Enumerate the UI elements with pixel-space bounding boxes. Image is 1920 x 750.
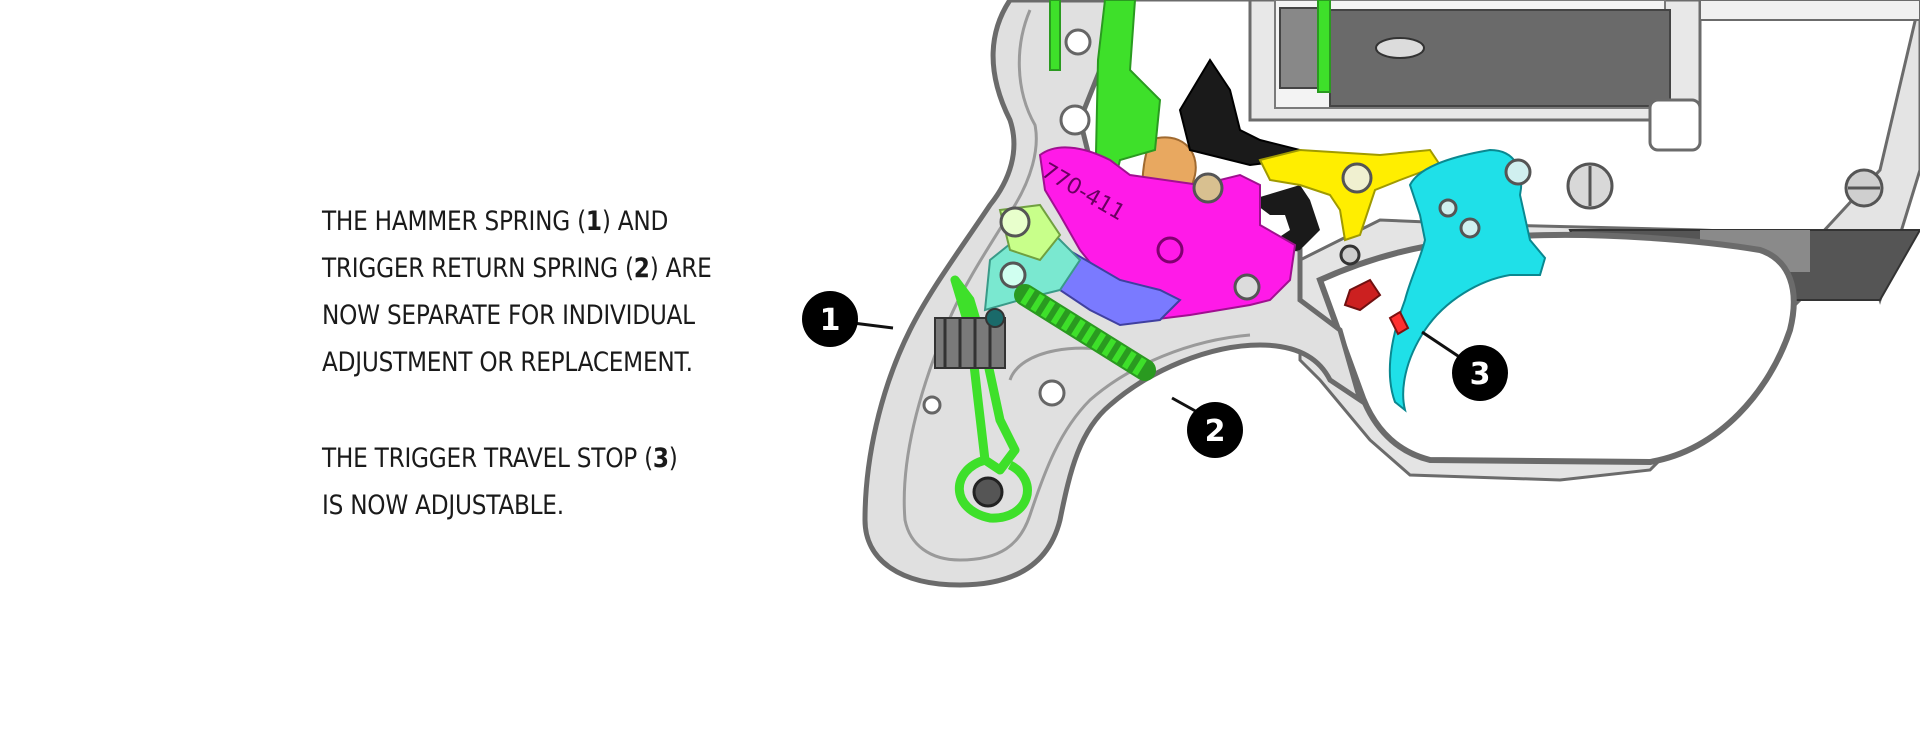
- svg-text:1: 1: [820, 303, 841, 338]
- caption-line: THE HAMMER SPRING (1) AND: [322, 198, 726, 245]
- caption-travel-stop: THE TRIGGER TRAVEL STOP (3) IS NOW ADJUST…: [322, 435, 726, 529]
- caption-callout-number: 2: [633, 253, 650, 284]
- leader-line-1: [852, 321, 894, 330]
- hammer-spring-strut-top: [1049, 0, 1061, 71]
- hammer-strut-blue: [1059, 243, 1182, 327]
- caption-text: ) AND: [601, 206, 669, 237]
- bolt-black: [1250, 185, 1320, 255]
- caption-text: THE TRIGGER TRAVEL STOP (: [322, 443, 653, 474]
- pawl-pin: [1341, 162, 1373, 194]
- caption-callout-number: 1: [585, 206, 602, 237]
- callout-3: 3: [1452, 345, 1508, 401]
- caption-callout-number: 3: [652, 443, 669, 474]
- caption-text: NOW SEPARATE FOR INDIVIDUAL: [322, 300, 695, 331]
- leader-line-3: [1421, 330, 1459, 358]
- caption-line: TRIGGER RETURN SPRING (2) ARE: [322, 245, 726, 292]
- callout-2: 2: [1187, 402, 1243, 458]
- caption-text: TRIGGER RETURN SPRING (: [322, 253, 634, 284]
- svg-text:3: 3: [1470, 357, 1491, 392]
- trigger-travel-stop: [1343, 278, 1382, 312]
- trigger-stop-screw: [1388, 310, 1410, 336]
- trigger: [1388, 148, 1547, 413]
- callout-1: 1: [802, 291, 858, 347]
- caption-line: IS NOW ADJUSTABLE.: [322, 482, 726, 529]
- pawl: [1258, 148, 1442, 242]
- trigger-return-spring: [1014, 284, 1156, 381]
- caption-text: ADJUSTMENT OR REPLACEMENT.: [322, 347, 693, 378]
- caption-line: NOW SEPARATE FOR INDIVIDUAL: [322, 292, 726, 339]
- caption-text: ): [668, 443, 678, 474]
- caption-text: THE HAMMER SPRING (: [322, 206, 586, 237]
- caption-text: IS NOW ADJUSTABLE.: [322, 490, 564, 521]
- bolt-pin: [1339, 244, 1361, 266]
- caption-text: ) ARE: [649, 253, 712, 284]
- transfer-bar: [1093, 0, 1162, 201]
- caption-line: THE TRIGGER TRAVEL STOP (3): [322, 435, 726, 482]
- pivot-pin-1: [999, 206, 1031, 238]
- pivot-pin-2: [999, 261, 1027, 289]
- hammer-spring: [934, 275, 1032, 523]
- caption-line: ADJUSTMENT OR REPLACEMENT.: [322, 339, 726, 386]
- svg-text:2: 2: [1205, 414, 1226, 449]
